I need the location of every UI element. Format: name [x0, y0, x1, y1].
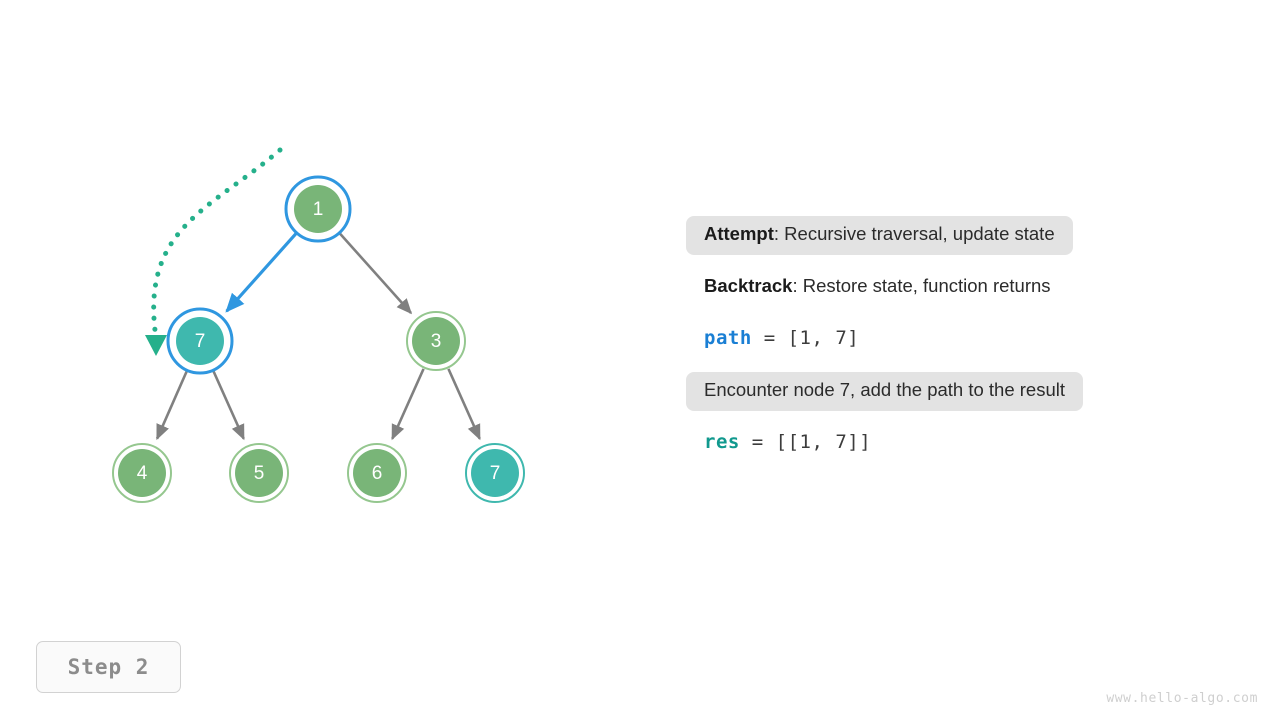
node-disc [176, 317, 224, 365]
tree-node-6: 6 [347, 443, 407, 503]
tree-node-7: 7 [166, 307, 234, 375]
node-disc [235, 449, 283, 497]
tree-node-7: 7 [465, 443, 525, 503]
node-outer-ring [406, 311, 466, 371]
node-disc [294, 185, 342, 233]
recursion-dotted-path-layer [151, 147, 283, 341]
node-gap-ring [290, 181, 346, 237]
tree-edge [391, 368, 425, 441]
node-outer-ring [229, 443, 289, 503]
note-keyword: Attempt [704, 222, 774, 244]
node-disc [353, 449, 401, 497]
node-gap-ring [467, 445, 523, 501]
panel-row: res = [[1, 7]] [686, 420, 1206, 466]
node-value-label: 1 [313, 199, 324, 220]
tree-node-4: 4 [112, 443, 172, 503]
note: path = [1, 7] [686, 320, 877, 359]
node-outer-ring [465, 443, 525, 503]
note: res = [[1, 7]] [686, 424, 889, 463]
node-highlight-ring [166, 307, 234, 375]
node-gap-ring [349, 445, 405, 501]
code-expression: res = [[1, 7]] [704, 430, 872, 453]
node-disc [118, 449, 166, 497]
node-value-label: 3 [431, 331, 442, 352]
node-disc [412, 317, 460, 365]
recursion-dotted-path [151, 147, 283, 341]
note-keyword: Backtrack [704, 274, 793, 296]
tree-nodes: 1 7 3 4 5 6 7 [112, 175, 525, 503]
node-gap-ring [408, 313, 464, 369]
code-variable-name: path [704, 326, 752, 349]
node-value-label: 6 [372, 463, 383, 484]
tree-edge [447, 368, 481, 441]
panel-row: path = [1, 7] [686, 316, 1206, 362]
note-text: Backtrack: Restore state, function retur… [704, 274, 1051, 296]
binary-tree-diagram: 1 7 3 4 5 6 7 [112, 147, 525, 503]
node-value-label: 4 [137, 463, 148, 484]
tree-edge [225, 232, 298, 313]
node-outer-ring [112, 443, 172, 503]
node-value-label: 7 [490, 463, 501, 484]
explanation-panel: Attempt: Recursive traversal, update sta… [686, 212, 1206, 472]
watermark: www.hello-algo.com [1106, 691, 1258, 706]
highlighted-note: Attempt: Recursive traversal, update sta… [686, 215, 1073, 255]
note-text: Attempt: Recursive traversal, update sta… [704, 222, 1055, 244]
tree-edge [339, 232, 413, 315]
node-outer-ring [347, 443, 407, 503]
panel-row: Attempt: Recursive traversal, update sta… [686, 212, 1206, 258]
node-value-label: 5 [254, 463, 265, 484]
recursion-pointer-layer [145, 335, 167, 356]
code-variable-name: res [704, 430, 740, 453]
panel-row: Backtrack: Restore state, function retur… [686, 264, 1206, 310]
code-expression: path = [1, 7] [704, 326, 860, 349]
node-gap-ring [114, 445, 170, 501]
step-badge: Step 2 [36, 641, 181, 693]
step-badge-label: Step 2 [67, 655, 150, 679]
node-value-label: 7 [195, 331, 206, 352]
note-text: Encounter node 7, add the path to the re… [704, 378, 1066, 400]
recursion-pointer-triangle [145, 335, 167, 356]
panel-row: Encounter node 7, add the path to the re… [686, 368, 1206, 414]
node-disc [471, 449, 519, 497]
tree-node-1: 1 [284, 175, 352, 243]
note: Backtrack: Restore state, function retur… [686, 268, 1069, 307]
node-gap-ring [231, 445, 287, 501]
tree-node-3: 3 [406, 311, 466, 371]
tree-edge [212, 370, 245, 441]
highlighted-note: Encounter node 7, add the path to the re… [686, 371, 1084, 411]
tree-edge [155, 370, 188, 441]
node-gap-ring [172, 313, 228, 369]
tree-node-5: 5 [229, 443, 289, 503]
tree-edges [155, 232, 481, 441]
node-highlight-ring [284, 175, 352, 243]
